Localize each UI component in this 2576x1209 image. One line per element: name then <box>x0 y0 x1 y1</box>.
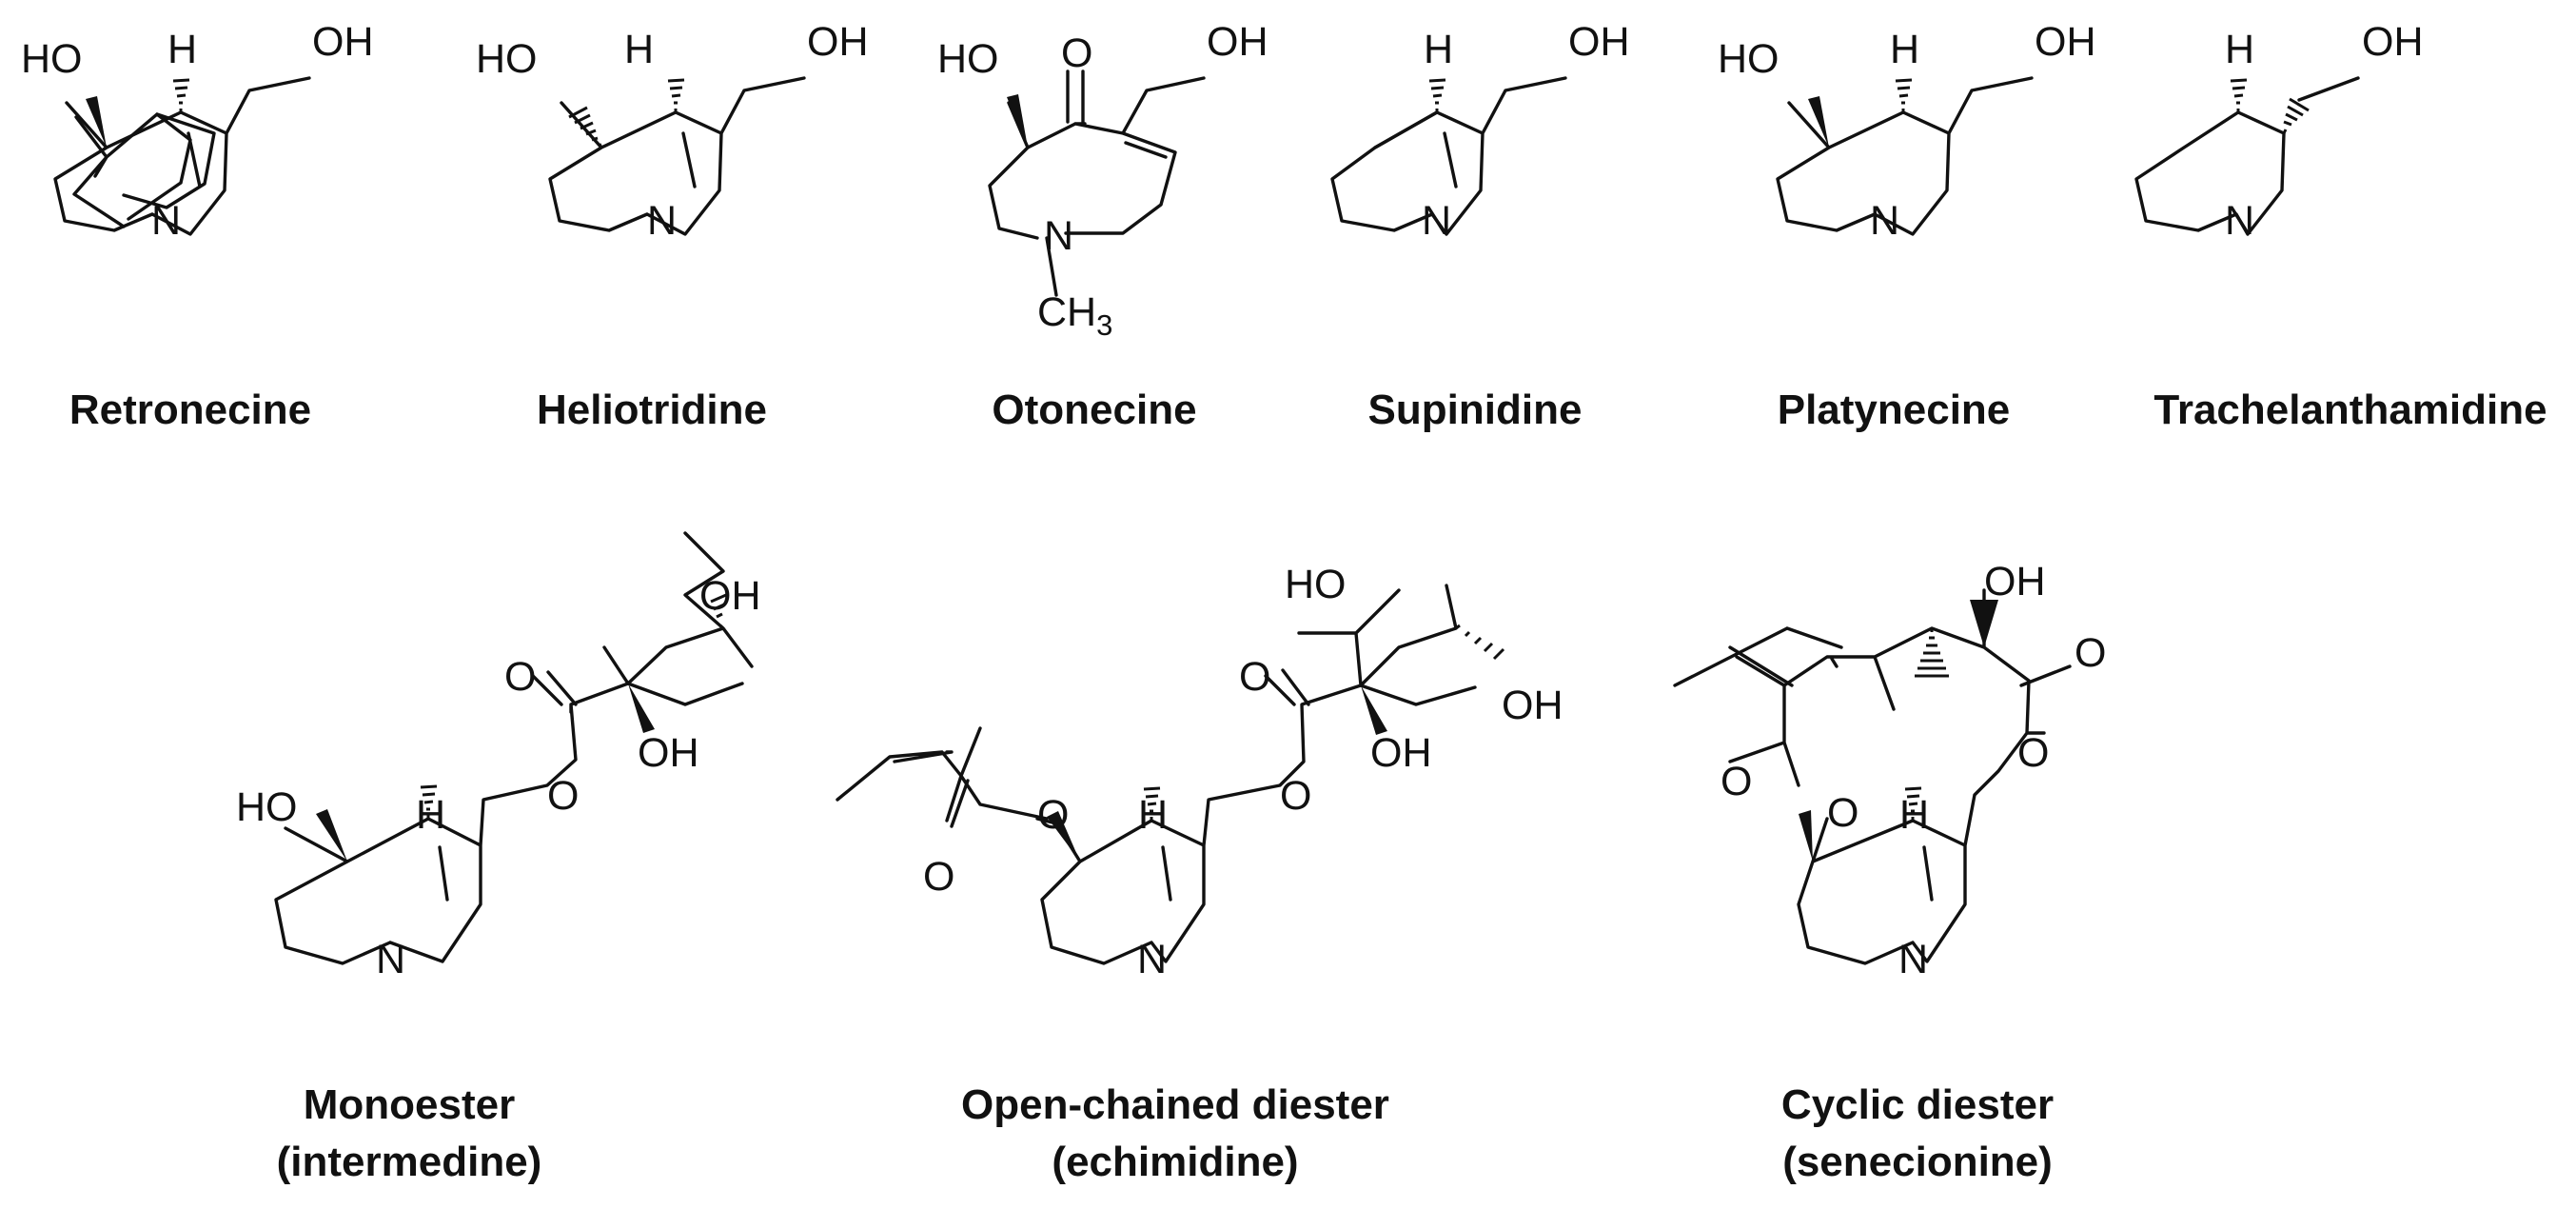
structure-retronecine: HO H OH N <box>21 19 374 244</box>
caption-otonecine: Otonecine <box>992 386 1196 433</box>
atom-ho: HO <box>476 36 538 82</box>
caption-supinidine: Supinidine <box>1368 386 1583 433</box>
caption-open-diester-type: Open-chained diester <box>961 1081 1389 1128</box>
atom-ch3: CH3 <box>1037 289 1112 342</box>
atom-o-carbonyl2: O <box>2075 630 2106 676</box>
atom-h: H <box>1899 792 1929 838</box>
structure-senecionine: O O H N O O OH <box>1673 559 2106 982</box>
atom-oh: OH <box>1568 19 1630 65</box>
atom-n: N <box>1898 937 1928 982</box>
atom-n: N <box>2225 198 2254 244</box>
atom-ho: HO <box>21 36 83 82</box>
structure-otonecine: HO O OH N CH3 <box>937 19 1268 342</box>
atom-h: H <box>1138 792 1168 838</box>
atom-ho: HO <box>1718 36 1780 82</box>
caption-open-diester-example: (echimidine) <box>1052 1139 1298 1185</box>
atom-h: H <box>1424 27 1453 72</box>
caption-heliotridine: Heliotridine <box>537 386 767 433</box>
caption-cyclic-diester-example: (senecionine) <box>1782 1139 2053 1185</box>
structure-heliotridine: HO H OH N <box>476 19 869 244</box>
structure-supinidine: H OH N <box>1330 19 1630 244</box>
atom-oh: OH <box>1984 559 2046 604</box>
atom-o-ester1: O <box>1037 792 1069 838</box>
atom-o-carbonyl1: O <box>1721 759 1752 804</box>
structure-trachelanthamidine: H OH N <box>2134 19 2424 244</box>
atom-n: N <box>1870 198 1899 244</box>
atom-h: H <box>416 792 445 838</box>
atom-o-carbonyl: O <box>504 654 536 700</box>
atom-oh: OH <box>807 19 869 65</box>
caption-platynecine: Platynecine <box>1778 386 2011 433</box>
caption-monoester-example: (intermedine) <box>277 1139 542 1185</box>
atom-o-ester: O <box>547 773 579 819</box>
atom-oh: OH <box>2362 19 2424 65</box>
caption-monoester-type: Monoester <box>304 1081 515 1128</box>
atom-o: O <box>1061 30 1092 76</box>
atom-oh: OH <box>1207 19 1268 65</box>
structure-platynecine: HO H OH N <box>1718 19 2096 244</box>
atom-ho: HO <box>236 784 298 830</box>
atom-h: H <box>167 27 197 72</box>
atom-o-carbonyl2: O <box>1239 654 1270 700</box>
atom-o-ester1: O <box>1827 790 1858 836</box>
atom-h: H <box>624 27 654 72</box>
atom-h: H <box>2225 27 2254 72</box>
atom-n: N <box>1422 198 1451 244</box>
atom-oh: OH <box>1370 730 1432 776</box>
atom-o-ester2: O <box>1280 773 1311 819</box>
atom-oh: OH <box>1502 683 1563 728</box>
caption-trachelanthamidine: Trachelanthamidine <box>2153 386 2547 433</box>
atom-n: N <box>151 198 181 244</box>
atom-n: N <box>647 198 677 244</box>
atom-n: N <box>1044 213 1073 259</box>
atom-o-carbonyl1: O <box>923 854 954 900</box>
atom-oh: OH <box>2035 19 2096 65</box>
structure-intermedine: HO H N O O OH OH <box>236 531 761 982</box>
caption-retronecine: Retronecine <box>69 386 311 433</box>
atom-oh: OH <box>312 19 374 65</box>
structure-echimidine: O O H N O O OH HO OH <box>836 562 1563 982</box>
atom-ho: HO <box>1285 562 1347 607</box>
atom-o-ester2: O <box>2017 730 2049 776</box>
atom-oh: OH <box>699 573 761 619</box>
atom-ho: HO <box>937 36 999 82</box>
caption-cyclic-diester-type: Cyclic diester <box>1781 1081 2054 1128</box>
atom-n: N <box>376 937 405 982</box>
atom-h: H <box>1890 27 1919 72</box>
atom-n: N <box>1137 937 1167 982</box>
atom-oh: OH <box>638 730 699 776</box>
